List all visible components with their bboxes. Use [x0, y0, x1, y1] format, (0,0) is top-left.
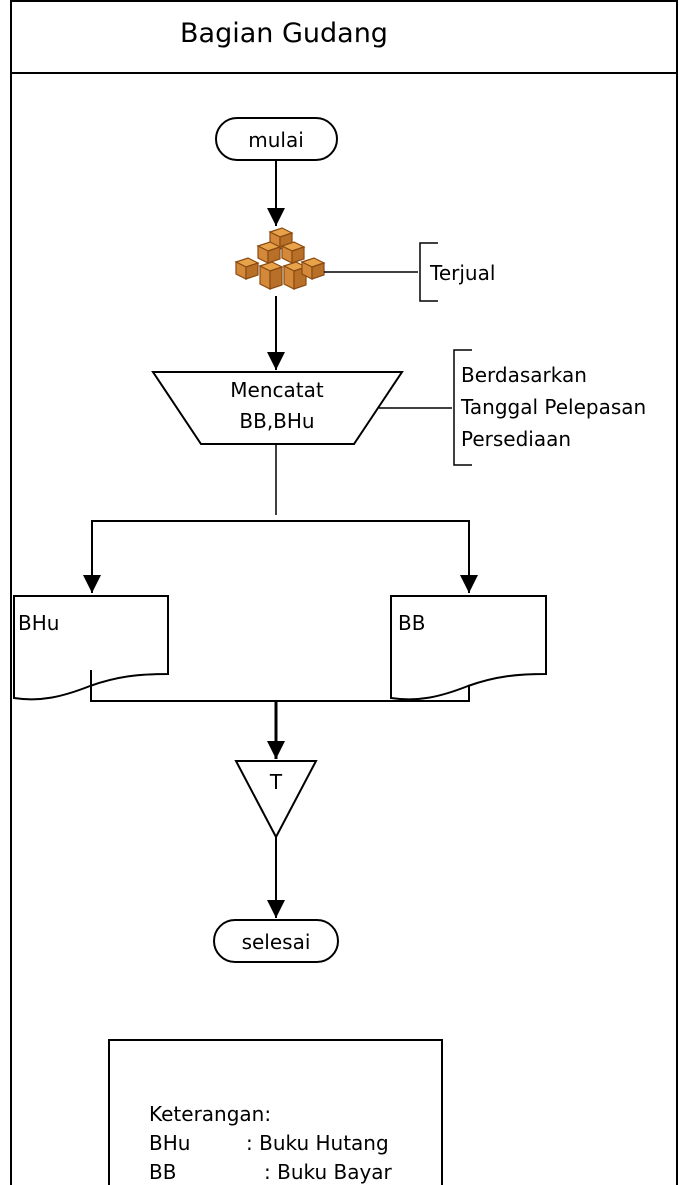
swimlane-title: Bagian Gudang	[180, 18, 388, 49]
end-terminator	[213, 919, 339, 963]
document-bb	[390, 595, 547, 701]
swimlane-border	[10, 0, 678, 1185]
legend-box	[108, 1039, 443, 1185]
process-annotation-line2: Tanggal Pelepasan	[460, 395, 646, 419]
legend-abbr-bhu: BHu	[149, 1131, 190, 1155]
legend-heading: Keterangan:	[149, 1102, 271, 1126]
process-annotation-line1: Berdasarkan	[461, 363, 587, 387]
process-annotation-bracket	[453, 349, 472, 466]
goods-annotation-text: Terjual	[429, 261, 495, 285]
end-label: selesai	[242, 930, 311, 954]
process-label-line2: BB,BHu	[239, 409, 314, 433]
process-manual-operation	[151, 371, 404, 445]
legend-meaning-bb: : Buku Bayar	[264, 1160, 393, 1184]
legend-meaning-bhu: : Buku Hutang	[246, 1131, 389, 1155]
goods-annotation-bracket	[419, 242, 438, 302]
process-label-line1: Mencatat	[230, 378, 324, 402]
process-annotation-line3: Persediaan	[461, 427, 571, 451]
legend-abbr-bb: BB	[149, 1160, 176, 1184]
document-bhu-label: BHu	[18, 611, 59, 635]
storage-label: T	[269, 770, 283, 794]
storage-triangle	[234, 760, 318, 840]
start-label: mulai	[248, 128, 304, 152]
document-bb-label: BB	[398, 611, 425, 635]
boxes-icon	[234, 227, 326, 290]
